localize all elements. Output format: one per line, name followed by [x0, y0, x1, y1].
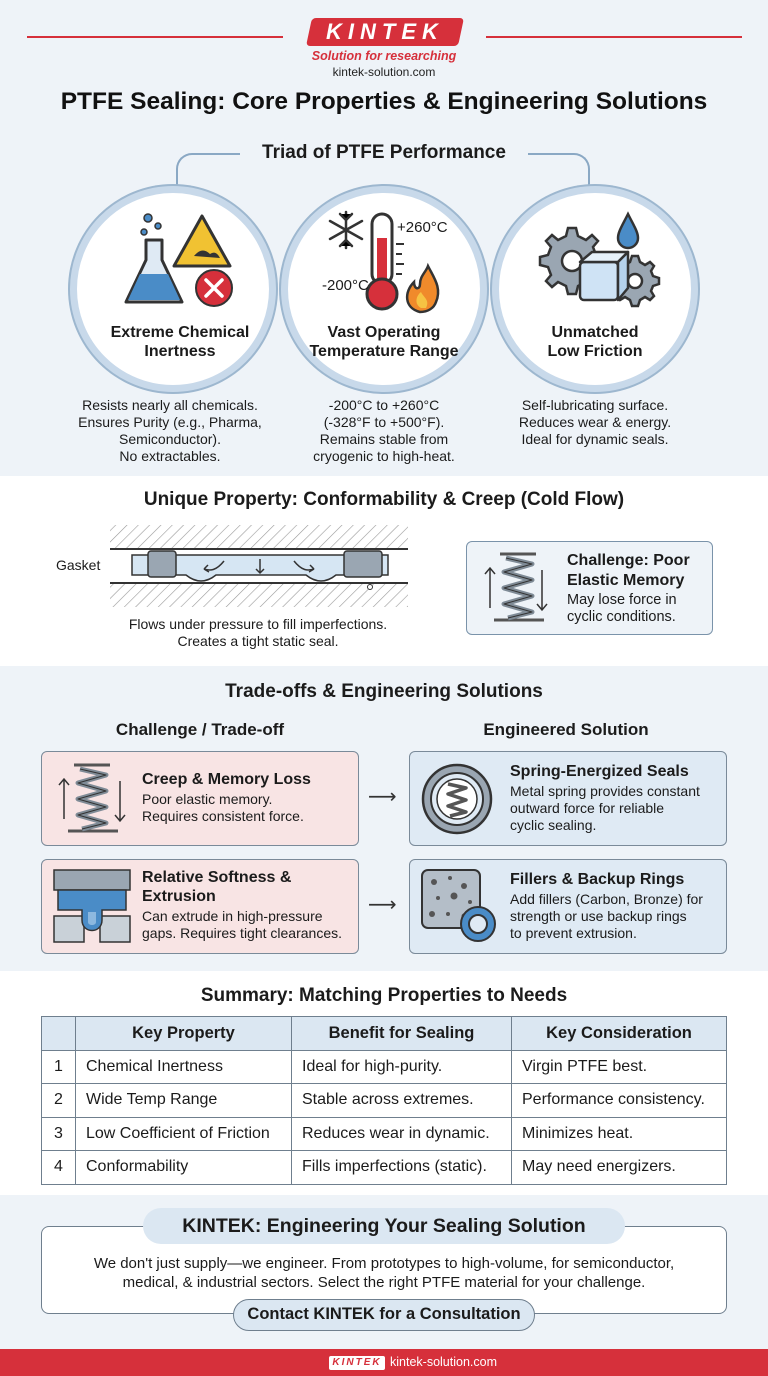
flame-icon [406, 262, 440, 314]
footer-site-url[interactable]: kintek-solution.com [390, 1355, 497, 1369]
ice-cube-icon [578, 260, 620, 302]
table-cell: Ideal for high-purity. [291, 1049, 512, 1084]
table-cell: 4 [41, 1150, 76, 1185]
triad-title: Triad of PTFE Performance [240, 142, 528, 164]
col-solution-heading: Engineered Solution [483, 720, 649, 739]
droplet-icon [616, 211, 640, 250]
conformability-caption: Flows under pressure to fill imperfectio… [128, 616, 388, 649]
table-cell: Reduces wear in dynamic. [291, 1116, 512, 1151]
spring-icon [58, 763, 126, 833]
arrow-right-icon: ⟶ [368, 786, 397, 808]
triad-desc-temperature: -200°C to +260°C(-328°F to +500°F). Rema… [313, 397, 455, 464]
table-header-consideration: Key Consideration [511, 1016, 727, 1051]
table-row: 3 Low Coefficient of Friction Reduces we… [41, 1116, 727, 1151]
table-header-benefit: Benefit for Sealing [291, 1016, 512, 1051]
table-cell: Performance consistency. [511, 1083, 727, 1118]
snowflake-icon [328, 210, 364, 250]
challenge-creep-text: Poor elastic memory.Requires consistent … [142, 791, 304, 824]
spring-energized-seal-icon [421, 763, 493, 835]
challenge-extrusion-title: Relative Softness &Extrusion [142, 869, 292, 905]
table-cell: 3 [41, 1116, 76, 1151]
summary-table: Key Property Benefit for Sealing Key Con… [41, 1016, 727, 1185]
footer-logo[interactable]: KINTEK [329, 1356, 385, 1370]
temp-hot-label: +260°C [397, 219, 448, 236]
col-challenge-heading: Challenge / Trade-off [115, 720, 285, 739]
table-header-property: Key Property [75, 1016, 292, 1051]
table-cell: 1 [41, 1049, 76, 1084]
solution-spring-title: Spring-Energized Seals [510, 763, 689, 780]
table-cell: Stable across extremes. [291, 1083, 512, 1118]
flask-hazard-icon [124, 213, 233, 307]
thermometer-icon [328, 210, 440, 314]
table-cell: Virgin PTFE best. [511, 1049, 727, 1084]
cta-title: KINTEK: Engineering Your Sealing Solutio… [143, 1208, 625, 1244]
cta-text: We don't just supply—we engineer. From p… [93, 1255, 675, 1291]
filler-backup-ring-icon [421, 869, 496, 942]
extrusion-icon [53, 869, 131, 943]
solution-fillers-title: Fillers & Backup Rings [510, 871, 685, 888]
kintek-logo[interactable]: KINTEK [306, 18, 464, 46]
table-row: 4 Conformability Fills imperfections (st… [41, 1150, 727, 1185]
challenge-creep-title: Creep & Memory Loss [142, 771, 311, 788]
table-cell: May need energizers. [511, 1150, 727, 1185]
table-cell: Chemical Inertness [75, 1049, 292, 1084]
page-title: PTFE Sealing: Core Properties & Engineer… [60, 88, 708, 115]
table-cell: Wide Temp Range [75, 1083, 292, 1118]
table-row: 2 Wide Temp Range Stable across extremes… [41, 1083, 727, 1118]
header-rule-left [27, 36, 283, 38]
table-header-index [41, 1016, 76, 1051]
table-header-row: Key Property Benefit for Sealing Key Con… [41, 1016, 727, 1051]
table-cell: Conformability [75, 1150, 292, 1185]
header-rule-right [486, 36, 742, 38]
gasket-diagram [110, 525, 408, 607]
tradeoffs-title: Trade-offs & Engineering Solutions [225, 681, 543, 702]
summary-title: Summary: Matching Properties to Needs [200, 985, 568, 1006]
gears-ice-icon [538, 211, 661, 308]
logo-tagline: Solution for researching [311, 49, 457, 63]
table-cell: Fills imperfections (static). [291, 1150, 512, 1185]
triad-desc-chemical: Resists nearly all chemicals.Ensures Pur… [78, 397, 262, 464]
contact-button[interactable]: Contact KINTEK for a Consultation [233, 1299, 535, 1331]
table-cell: 2 [41, 1083, 76, 1118]
table-cell: Minimizes heat. [511, 1116, 727, 1151]
triad-desc-friction: Self-lubricating surface.Reduces wear & … [518, 397, 672, 447]
header-site-url[interactable]: kintek-solution.com [332, 65, 436, 79]
conformability-title: Unique Property: Conformability & Creep … [143, 489, 625, 510]
gasket-label: Gasket [56, 557, 101, 573]
table-cell: Low Coefficient of Friction [75, 1116, 292, 1151]
table-row: 1 Chemical Inertness Ideal for high-puri… [41, 1049, 727, 1084]
temp-cold-label: -200°C [322, 277, 369, 294]
spring-icon [484, 552, 548, 622]
arrow-right-icon: ⟶ [368, 894, 397, 916]
